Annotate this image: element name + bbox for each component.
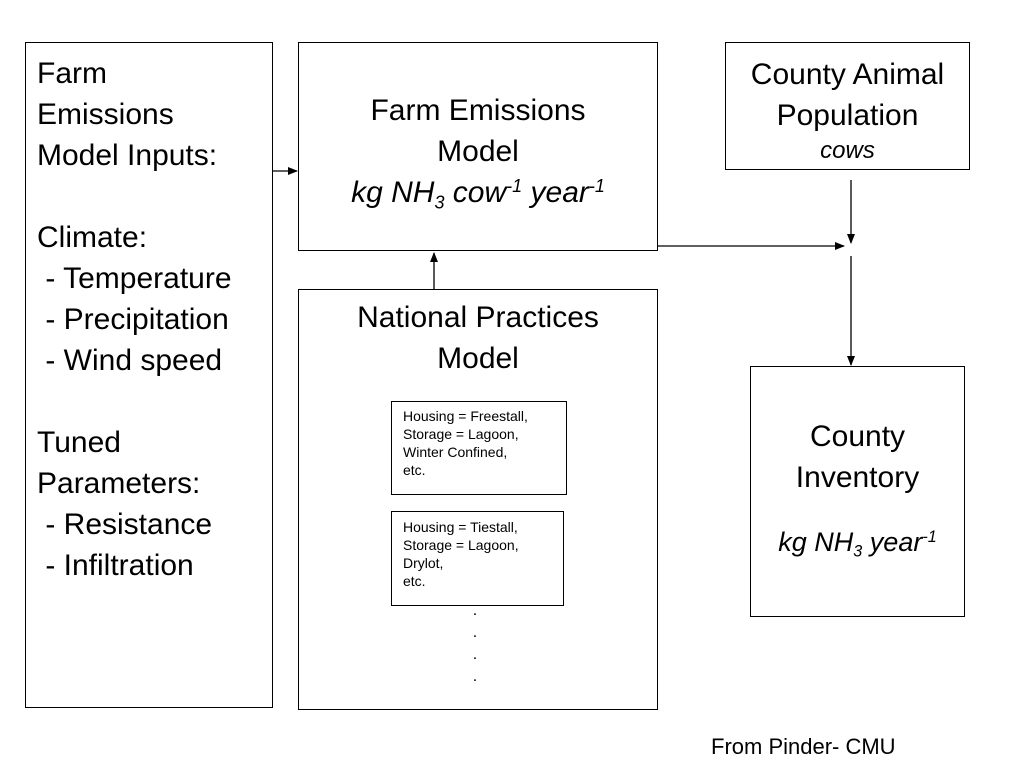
inventory-units-sub: 3	[853, 542, 863, 561]
farm-model-units: kg NH3 cow-1 year-1	[299, 172, 657, 213]
farm-emissions-model-box: Farm Emissions Model kg NH3 cow-1 year-1	[298, 42, 658, 251]
tuned-item-resistance: - Resistance	[37, 508, 213, 541]
farm-units-year-exp: -1	[588, 176, 605, 197]
tuned-heading-line-1: Tuned	[37, 426, 121, 459]
practice-2-line-2: Storage = Lagoon,	[403, 537, 519, 553]
practice-1-line-3: Winter Confined,	[403, 444, 508, 460]
inventory-title-line-1: County	[809, 420, 906, 453]
continuation-dot-4: .	[472, 668, 478, 685]
practice-1-line-1: Housing = Freestall,	[403, 408, 528, 424]
practice-2-line-1: Housing = Tiestall,	[403, 519, 518, 535]
climate-item-temperature: - Temperature	[37, 262, 232, 295]
county-pop-title-line-2: Population	[776, 99, 919, 132]
practice-scenario-freestall: Housing = Freestall, Storage = Lagoon, W…	[391, 401, 567, 495]
inputs-title-line-1: Farm	[37, 57, 107, 90]
county-pop-title-line-1: County Animal	[750, 58, 945, 91]
farm-model-title-line-2: Model	[437, 135, 519, 168]
farm-units-year: year	[522, 176, 589, 209]
national-model-title-line-2: Model	[437, 342, 519, 375]
farm-units-cow: cow	[444, 176, 507, 209]
farm-units-kg: kg NH	[351, 176, 435, 209]
continuation-dot-1: .	[472, 602, 478, 619]
county-inventory-box: County Inventory kg NH3 year-1	[750, 366, 965, 617]
practice-scenario-tiestall: Housing = Tiestall, Storage = Lagoon, Dr…	[391, 511, 564, 606]
inputs-title-line-3: Model Inputs:	[37, 139, 218, 172]
inventory-title-line-2: Inventory	[795, 461, 920, 494]
farm-units-cow-exp: -1	[506, 176, 523, 197]
continuation-dots: . . . .	[465, 600, 485, 688]
inventory-units-year: year	[862, 527, 923, 557]
climate-heading: Climate:	[37, 221, 148, 254]
county-animal-population-box: County Animal Population cows	[725, 42, 970, 170]
climate-item-precipitation: - Precipitation	[37, 303, 229, 336]
practice-2-line-4: etc.	[403, 573, 426, 589]
national-model-title-line-1: National Practices	[357, 301, 599, 334]
practice-2-line-3: Drylot,	[403, 555, 444, 571]
farm-model-title-line-1: Farm Emissions	[370, 94, 586, 127]
practice-1-line-4: etc.	[403, 462, 426, 478]
model-inputs-box: Farm Emissions Model Inputs: Climate: - …	[25, 42, 273, 708]
inventory-units-year-exp: -1	[922, 528, 937, 547]
climate-item-wind-speed: - Wind speed	[37, 344, 223, 377]
national-practices-model-box: National Practices Model	[298, 289, 658, 710]
practice-1-line-2: Storage = Lagoon,	[403, 426, 519, 442]
source-credit: From Pinder- CMU	[711, 734, 896, 759]
inputs-title-line-2: Emissions	[37, 98, 174, 131]
inventory-units-kg: kg NH	[778, 527, 854, 557]
inventory-units: kg NH3 year-1	[751, 522, 964, 563]
farm-units-sub: 3	[434, 192, 445, 213]
continuation-dot-3: .	[472, 646, 478, 663]
county-pop-units: cows	[820, 137, 875, 164]
tuned-item-infiltration: - Infiltration	[37, 549, 194, 582]
continuation-dot-2: .	[472, 624, 478, 641]
tuned-heading-line-2: Parameters:	[37, 467, 201, 500]
